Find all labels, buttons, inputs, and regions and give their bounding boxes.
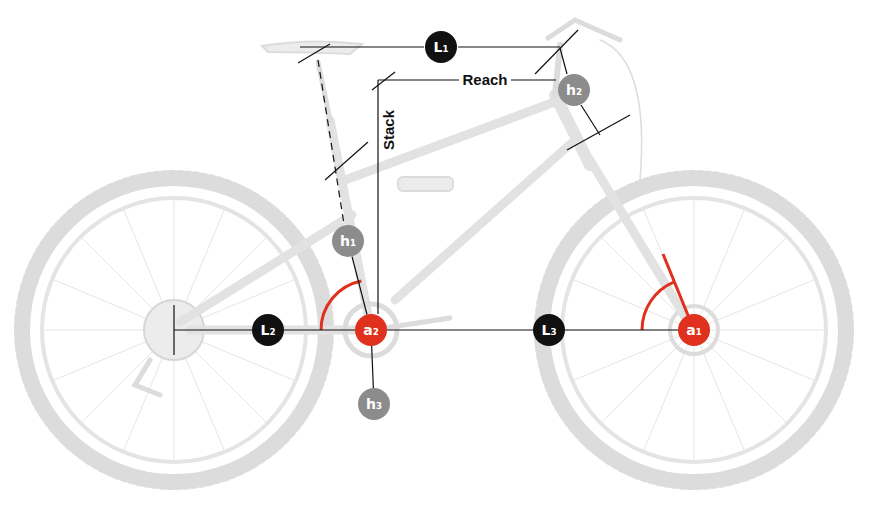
dimension-label: Reach — [459, 71, 510, 89]
dimension-line — [352, 256, 367, 314]
dimension-line — [387, 330, 533, 331]
badge-text: L₂ — [260, 322, 275, 338]
height-badge: h₂ — [558, 74, 590, 106]
height-badge: h₃ — [358, 388, 390, 420]
badge-text: a₁ — [686, 322, 702, 338]
badge-text: h₁ — [340, 233, 356, 249]
dimension-label: Stack — [380, 107, 398, 153]
height-badge: h₁ — [332, 225, 364, 257]
dimension-line — [372, 346, 374, 388]
dimension-badge: L₁ — [425, 31, 457, 63]
badge-text: L₃ — [541, 322, 556, 338]
badge-text: a₂ — [363, 322, 379, 338]
dimension-badge: L₂ — [252, 314, 284, 346]
badge-text: L₁ — [433, 39, 448, 55]
angle-badge: a₂ — [355, 314, 387, 346]
angle-badge: a₁ — [678, 314, 710, 346]
badge-text: h₃ — [366, 396, 382, 412]
dimension-badge: L₃ — [533, 314, 565, 346]
badge-text: h₂ — [566, 82, 582, 98]
dimension-line — [284, 330, 355, 331]
dimension-line — [565, 330, 678, 331]
